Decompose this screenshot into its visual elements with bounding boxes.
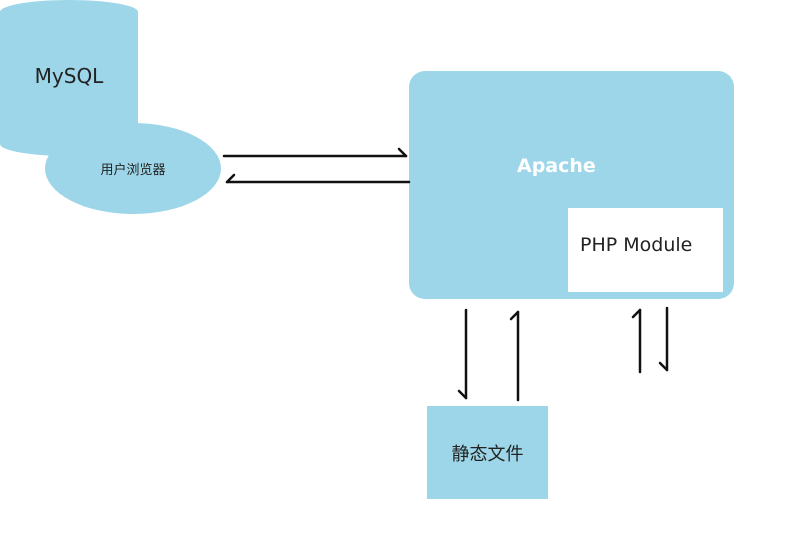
arrow-php-module-to-mysql <box>658 306 669 372</box>
static-files-label: 静态文件 <box>451 443 524 465</box>
apache-label: Apache <box>517 155 596 177</box>
php-module-box: PHP Module <box>568 208 723 292</box>
apache-node: Apache PHP Module <box>409 71 734 299</box>
php-module-label: PHP Module <box>580 234 693 256</box>
static-files-node: 静态文件 <box>427 406 548 499</box>
arrow-browser-to-apache <box>222 147 408 158</box>
arrow-apache-to-browser <box>225 173 411 184</box>
database-cylinder-icon <box>0 0 138 156</box>
mysql-database-node: MySQL <box>0 0 138 156</box>
arrow-mysql-to-php-module <box>631 308 642 374</box>
browser-label: 用户浏览器 <box>100 163 166 178</box>
mysql-label: MySQL <box>34 64 104 88</box>
arrow-apache-to-static-files <box>457 308 468 400</box>
arrow-static-files-to-apache <box>509 310 520 402</box>
